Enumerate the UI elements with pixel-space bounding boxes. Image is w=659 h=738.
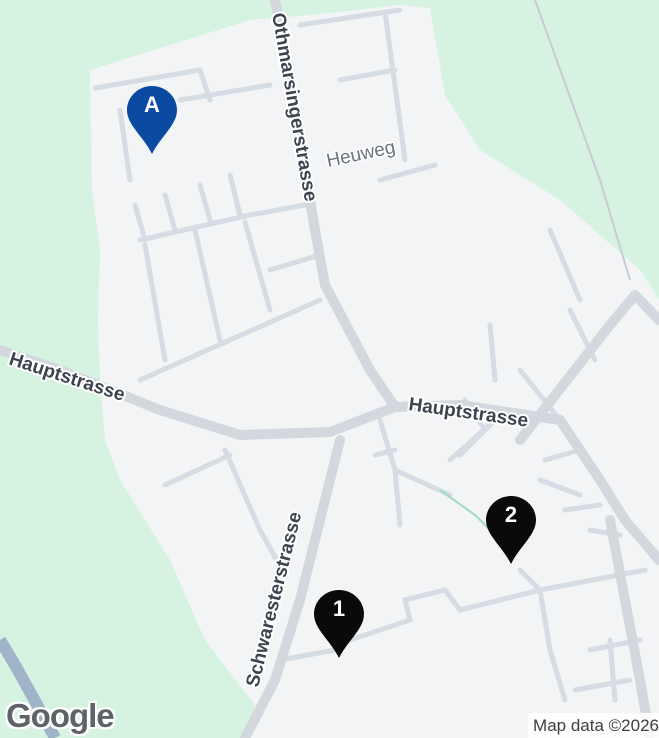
map-marker-1[interactable]: 1 xyxy=(312,588,366,660)
river xyxy=(0,636,61,738)
google-logo[interactable]: Google xyxy=(6,697,115,734)
map-marker-a[interactable]: A xyxy=(125,84,179,156)
marker-label: A xyxy=(144,92,160,117)
pin-icon xyxy=(127,86,177,154)
footpath xyxy=(439,489,491,531)
marker-label: 1 xyxy=(332,596,346,621)
map-marker-2[interactable]: 2 xyxy=(484,494,538,566)
pin-icon xyxy=(314,590,364,658)
map-attribution[interactable]: Map data ©2026 xyxy=(528,713,659,738)
pin-icon xyxy=(486,496,536,564)
railway-line xyxy=(534,0,631,281)
marker-label: 2 xyxy=(504,502,518,527)
